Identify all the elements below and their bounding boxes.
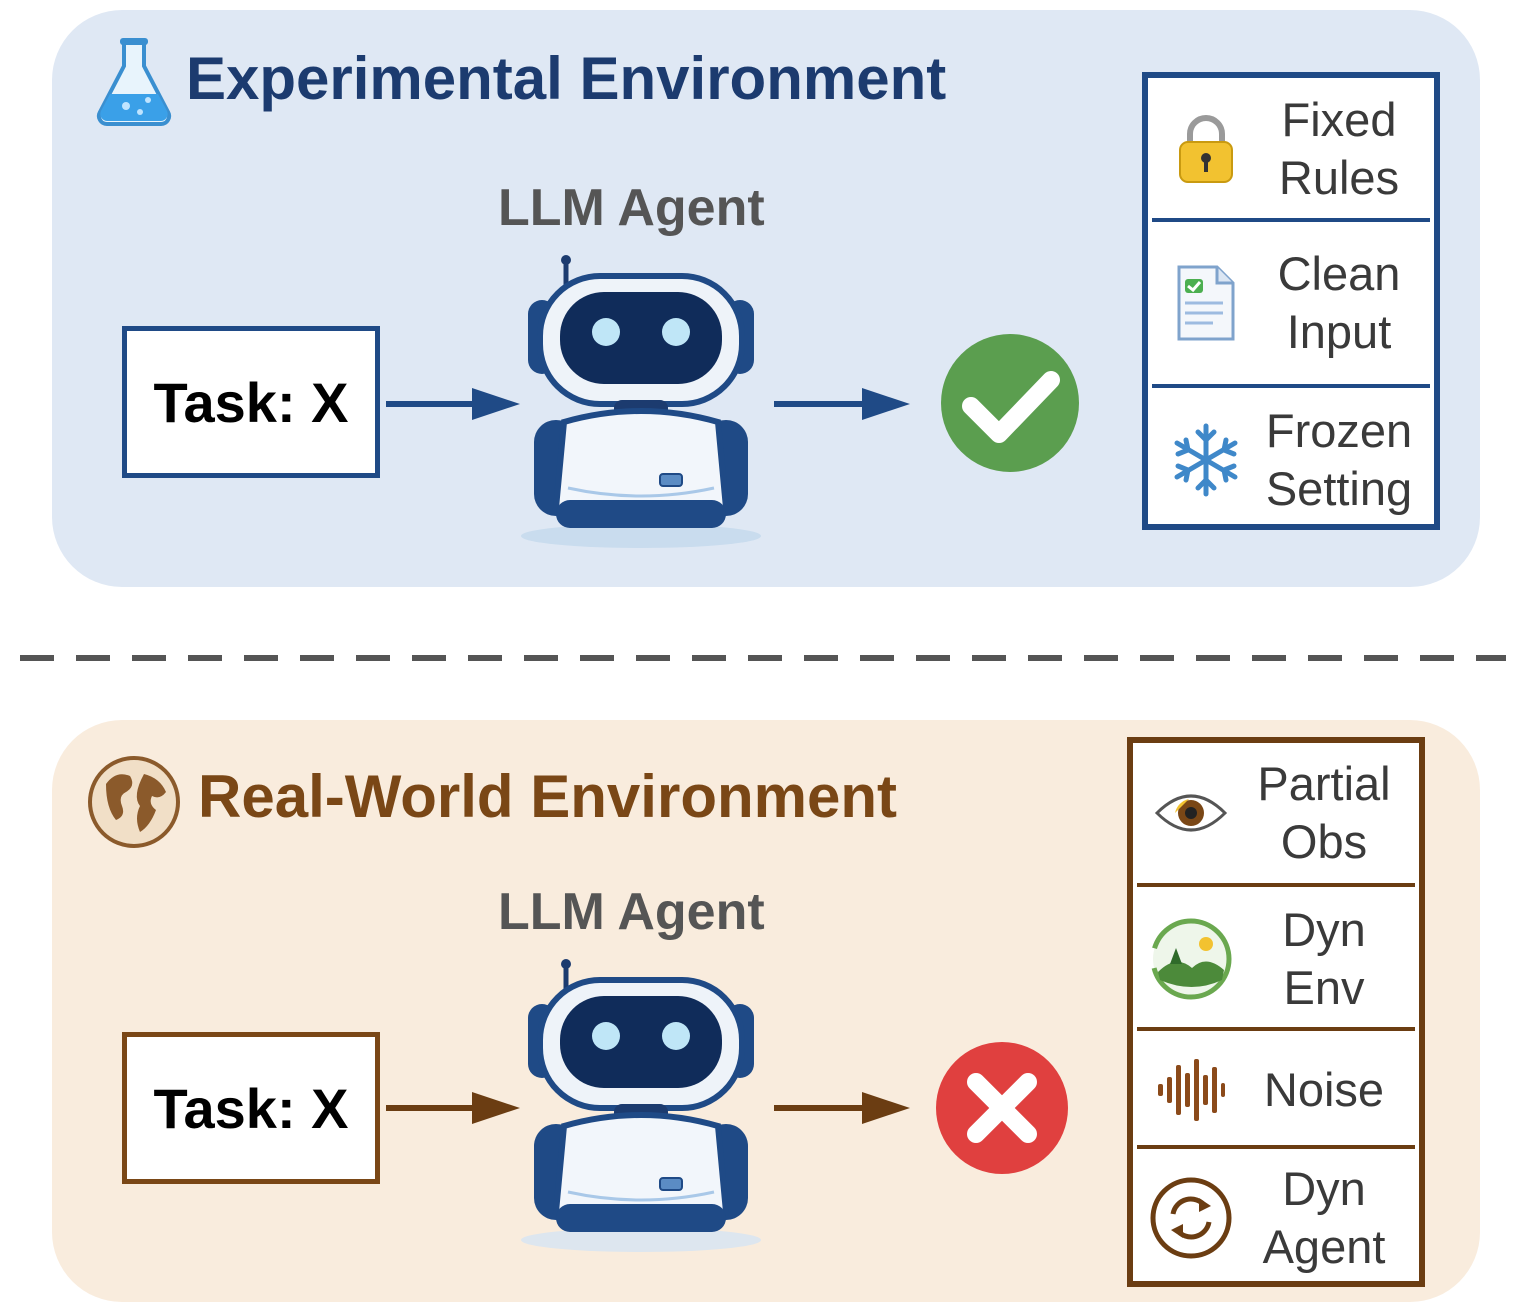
divider [1137, 1027, 1415, 1031]
document-icon [1158, 255, 1254, 351]
input-arrow [386, 1092, 520, 1124]
landscape-cycle-icon [1143, 911, 1239, 1007]
property-noise: Noise [1133, 1033, 1419, 1147]
divider [1152, 384, 1430, 388]
llm-agent-label: LLM Agent [498, 883, 765, 941]
snowflake-icon [1158, 412, 1254, 508]
flask-icon [96, 38, 172, 127]
llm-agent-label: LLM Agent [498, 179, 765, 237]
divider [1152, 218, 1430, 222]
experimental-environment-title: Experimental Environment [186, 45, 947, 112]
lock-icon [1158, 101, 1254, 197]
property-label: Noise [1263, 1063, 1385, 1116]
globe-icon [88, 756, 180, 848]
output-arrow [774, 1092, 910, 1124]
refresh-icon [1143, 1170, 1239, 1266]
robot-icon [521, 959, 761, 1252]
section-divider [20, 655, 1506, 661]
soundwave-icon [1143, 1042, 1239, 1138]
failure-cross-icon [936, 1042, 1068, 1174]
output-arrow [774, 388, 910, 420]
divider [1137, 883, 1415, 887]
divider [1137, 1145, 1415, 1149]
real-world-environment-title: Real-World Environment [198, 763, 897, 830]
task-box: Task: X [122, 1032, 380, 1184]
task-box: Task: X [122, 326, 380, 478]
eye-icon [1143, 765, 1239, 861]
robot-icon [521, 255, 761, 548]
input-arrow [386, 388, 520, 420]
success-checkmark-icon [941, 334, 1079, 472]
